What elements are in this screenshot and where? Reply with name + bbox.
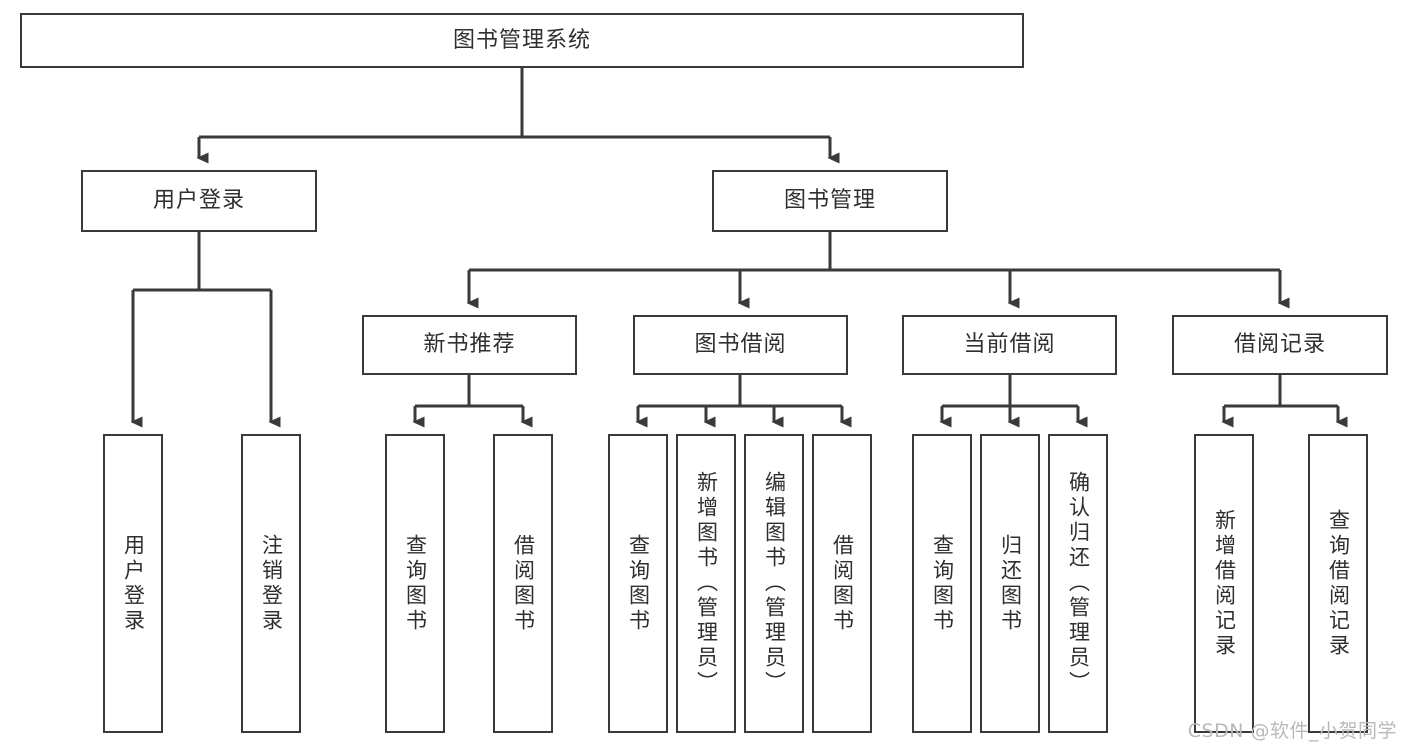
leaf-label: 新增图书（管理员） [694,471,719,696]
node-new-book-recommend-label: 新书推荐 [423,332,516,358]
node-current-borrow[interactable]: 当前借阅 [902,315,1117,375]
leaf-borrow-record-query[interactable]: 查询借阅记录 [1308,434,1368,733]
leaf-label: 编辑图书（管理员） [762,471,787,696]
node-book-borrow[interactable]: 图书借阅 [633,315,848,375]
csdn-watermark: CSDN @软件_小贺同学 [1187,720,1397,742]
node-user-login[interactable]: 用户登录 [81,170,317,232]
node-root-label: 图书管理系统 [452,27,591,53]
leaf-new-book-borrow[interactable]: 借阅图书 [493,434,553,733]
leaf-label: 归还图书 [998,533,1023,634]
leaf-user-login-login[interactable]: 用户登录 [103,434,163,733]
leaf-label: 确认归还（管理员） [1066,471,1091,696]
leaf-book-borrow-edit[interactable]: 编辑图书（管理员） [744,434,804,733]
leaf-label: 借阅图书 [511,533,536,634]
node-borrow-record[interactable]: 借阅记录 [1172,315,1388,375]
node-book-management-label: 图书管理 [783,188,876,214]
node-root[interactable]: 图书管理系统 [20,13,1024,68]
leaf-book-borrow-add[interactable]: 新增图书（管理员） [676,434,736,733]
leaf-label: 查询图书 [626,533,651,634]
leaf-label: 注销登录 [259,533,284,634]
node-borrow-record-label: 借阅记录 [1233,332,1326,358]
leaf-current-borrow-confirm[interactable]: 确认归还（管理员） [1048,434,1108,733]
node-book-management[interactable]: 图书管理 [712,170,948,232]
leaf-current-borrow-query[interactable]: 查询图书 [912,434,972,733]
leaf-book-borrow-query[interactable]: 查询图书 [608,434,668,733]
node-current-borrow-label: 当前借阅 [963,332,1056,358]
leaf-label: 查询图书 [930,533,955,634]
leaf-new-book-query[interactable]: 查询图书 [385,434,445,733]
leaf-label: 查询图书 [403,533,428,634]
leaf-label: 查询借阅记录 [1326,508,1351,659]
leaf-label: 用户登录 [121,533,146,634]
node-book-borrow-label: 图书借阅 [694,332,787,358]
leaf-current-borrow-return[interactable]: 归还图书 [980,434,1040,733]
node-new-book-recommend[interactable]: 新书推荐 [362,315,577,375]
leaf-label: 新增借阅记录 [1212,508,1237,659]
leaf-borrow-record-add[interactable]: 新增借阅记录 [1194,434,1254,733]
node-user-login-label: 用户登录 [152,188,245,214]
leaf-label: 借阅图书 [830,533,855,634]
leaf-user-login-logout[interactable]: 注销登录 [241,434,301,733]
leaf-book-borrow-borrow[interactable]: 借阅图书 [812,434,872,733]
